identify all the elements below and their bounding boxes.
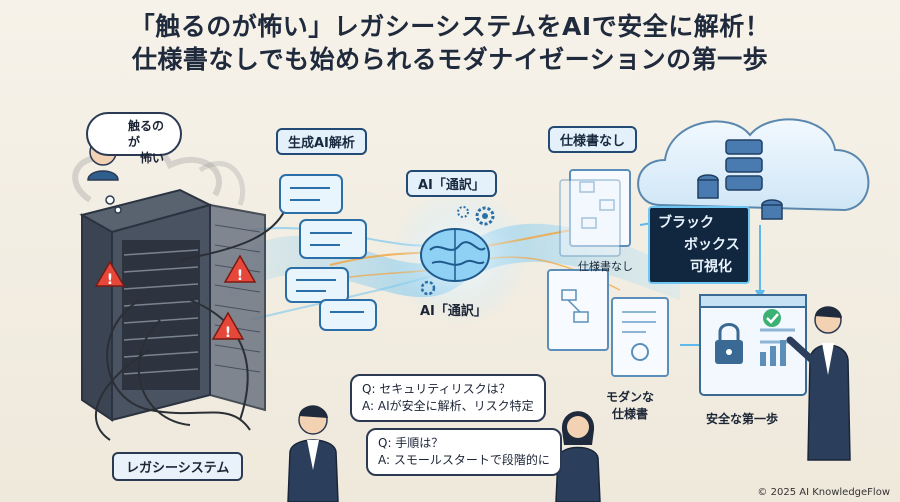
qa-answer: A: スモールスタートで段階的に	[378, 453, 550, 467]
checkmark-icon	[763, 309, 781, 327]
modern-spec-label: モダンな 仕様書	[606, 388, 654, 422]
modern-spec-line-1: モダンな	[606, 390, 655, 404]
headline: 「触るのが怖い」レガシーシステムをAIで安全に解析！ 仕様書なしでも始められるモ…	[0, 10, 900, 76]
lock-icon	[715, 323, 743, 364]
copyright: © 2025 AI KnowledgeFlow	[757, 487, 890, 498]
safe-first-step-label: 安全な第一歩	[706, 412, 779, 426]
gear-icon	[457, 206, 469, 218]
headline-line-1: 「触るのが怖い」レガシーシステムをAIで安全に解析！	[129, 12, 771, 41]
legacy-system-label: レガシーシステム	[112, 452, 244, 481]
qa-question: Q: セキュリティリスクは？	[362, 382, 511, 396]
chat-icon	[279, 174, 377, 331]
warning-icon: !	[211, 311, 245, 341]
qa-question: Q: 手順は？	[378, 436, 444, 450]
warning-icon: !	[223, 254, 257, 284]
qa-answer: A: AIが安全に解析、リスク特定	[362, 399, 534, 413]
no-spec-label-top: 仕様書なし	[548, 126, 638, 153]
svg-text:!: !	[107, 272, 113, 288]
qa-bubble-security: Q: セキュリティリスクは？ A: AIが安全に解析、リスク特定	[350, 374, 546, 422]
businesswoman-icon	[555, 411, 601, 502]
modern-spec-line-2: 仕様書	[612, 407, 649, 421]
blackbox-line-2: ボックス	[684, 237, 740, 253]
document-icon	[611, 297, 669, 377]
gear-icon	[475, 206, 495, 226]
businessman-icon	[287, 405, 339, 502]
database-icon	[697, 139, 783, 220]
thought-line-1: 触るのが	[128, 119, 165, 149]
presenter-person-icon	[786, 306, 851, 461]
ai-translation-label-bottom: AI「通訳」	[420, 304, 487, 319]
headline-line-2: 仕様書なしでも始められるモダナイゼーションの第一歩	[131, 45, 769, 74]
blackbox-line-3: 可視化	[690, 259, 732, 275]
qa-bubble-procedure: Q: 手順は？ A: スモールスタートで段階的に	[366, 428, 562, 476]
svg-text:!: !	[225, 325, 231, 341]
blackbox-visualization-label: ブラック ボックス 可視化	[648, 206, 750, 284]
server-rack	[79, 188, 286, 441]
document-icon	[547, 269, 609, 351]
generative-ai-label: 生成AI解析	[276, 128, 367, 155]
blackbox-line-1: ブラック	[658, 215, 714, 231]
svg-text:!: !	[237, 268, 243, 284]
thought-bubble: 触るのが 怖い	[86, 112, 182, 165]
thought-line-2: 怖い	[140, 151, 165, 165]
ai-translation-label-top: AI「通訳」	[406, 170, 497, 197]
document-icon	[559, 169, 631, 257]
gear-icon	[420, 280, 436, 296]
no-spec-label-mid: 仕様書なし	[578, 260, 633, 273]
brain-icon	[420, 228, 490, 282]
warning-icon: !	[94, 260, 126, 288]
